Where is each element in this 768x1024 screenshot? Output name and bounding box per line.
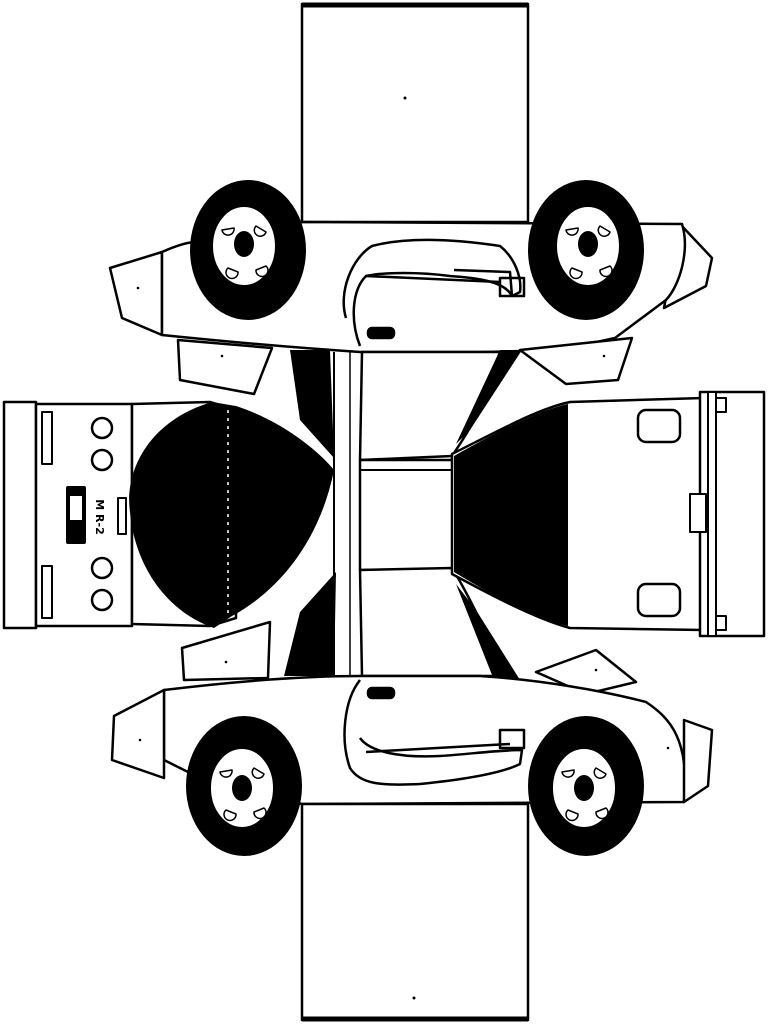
top-glue-flap xyxy=(300,2,530,224)
car-roof-and-hood xyxy=(284,350,522,680)
wheel-top-right xyxy=(528,180,644,320)
car-front-panel xyxy=(450,390,766,638)
bottom-glue-flap xyxy=(300,802,530,1022)
wheel-top-left xyxy=(190,180,306,320)
license-plate-text: M R-2 xyxy=(93,499,106,534)
wheel-bottom-left xyxy=(186,716,302,856)
wheel-bottom-right xyxy=(528,716,644,856)
car-rear-panel: M R-2 xyxy=(2,400,334,630)
